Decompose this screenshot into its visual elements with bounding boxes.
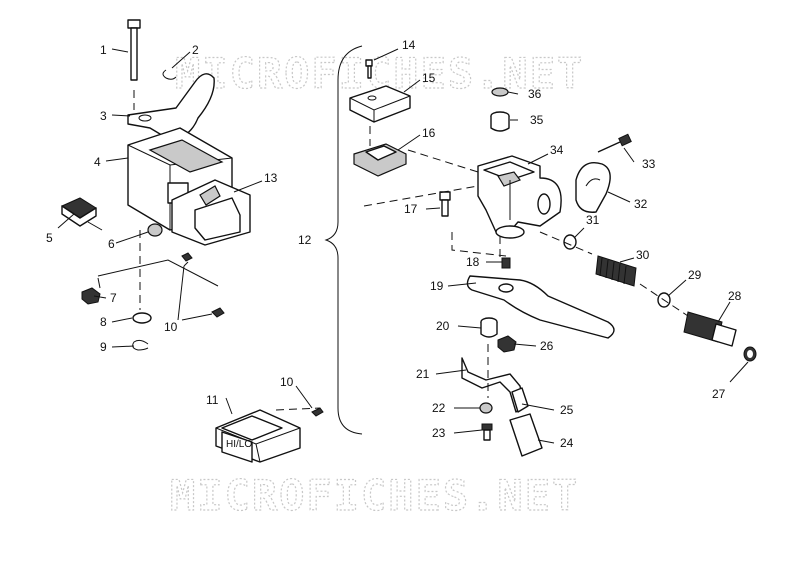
part-14-screw xyxy=(365,59,373,79)
callout-2: 2 xyxy=(192,43,199,57)
part-36-ring xyxy=(491,87,509,97)
callout-10-switch: 10 xyxy=(280,375,294,389)
callout-23: 23 xyxy=(432,426,446,440)
callout-32: 32 xyxy=(634,197,648,211)
callout-27: 27 xyxy=(712,387,726,401)
part-23-screw xyxy=(481,423,493,441)
callout-26: 26 xyxy=(540,339,554,353)
callout-5: 5 xyxy=(46,231,53,245)
callout-33: 33 xyxy=(642,157,656,171)
part-24-tag xyxy=(509,413,543,457)
part-28-piston xyxy=(683,311,737,347)
callout-7: 7 xyxy=(110,291,117,305)
part-32-clamp xyxy=(575,162,611,213)
callout-8: 8 xyxy=(100,315,107,329)
callout-12: 12 xyxy=(298,233,312,247)
group-bracket xyxy=(324,45,363,435)
callout-3: 3 xyxy=(100,109,107,123)
part-22-washer xyxy=(479,402,493,414)
callout-14: 14 xyxy=(402,38,416,52)
callout-15: 15 xyxy=(422,71,436,85)
callout-22: 22 xyxy=(432,401,446,415)
callout-13: 13 xyxy=(264,171,278,185)
part-15-cap xyxy=(349,85,411,123)
callout-28: 28 xyxy=(728,289,742,303)
part-26-nut xyxy=(497,335,517,353)
callout-4: 4 xyxy=(94,155,101,169)
part-17-bolt xyxy=(439,191,451,217)
callout-35: 35 xyxy=(530,113,544,127)
hilo-label: HI/LO xyxy=(226,439,252,450)
leader-lines xyxy=(57,48,749,444)
part-31-washer xyxy=(563,234,577,250)
callout-21: 21 xyxy=(416,367,430,381)
callout-16: 16 xyxy=(422,126,436,140)
part-13-cover xyxy=(171,179,251,246)
part-3-bracket xyxy=(127,73,215,141)
callout-34: 34 xyxy=(550,143,564,157)
callout-1: 1 xyxy=(100,43,107,57)
part-30-spring xyxy=(595,255,637,287)
part-25-switch xyxy=(511,387,529,413)
part-10-screws xyxy=(181,252,225,318)
part-35-bushing xyxy=(490,111,510,132)
part-10-switch-screw xyxy=(311,407,324,417)
callout-19: 19 xyxy=(430,279,444,293)
part-21-bracket xyxy=(461,357,525,413)
part-18-pin xyxy=(501,257,511,269)
part-5-plug xyxy=(60,197,103,231)
callout-30: 30 xyxy=(636,248,650,262)
callout-18: 18 xyxy=(466,255,480,269)
callout-20: 20 xyxy=(436,319,450,333)
watermark-bottom: MICROFICHES.NET xyxy=(170,471,579,520)
callout-36: 36 xyxy=(528,87,542,101)
part-1-bolt xyxy=(127,19,141,81)
part-11-hilo-switch: HI/LO xyxy=(215,409,301,463)
part-20-bushing xyxy=(480,317,498,338)
part-33-bolt xyxy=(597,133,632,153)
callout-25: 25 xyxy=(560,403,574,417)
callout-9: 9 xyxy=(100,340,107,354)
part-16-diaphragm xyxy=(353,143,407,177)
callout-10-left: 10 xyxy=(164,320,178,334)
callout-17: 17 xyxy=(404,202,418,216)
callout-24: 24 xyxy=(560,436,574,450)
part-6-nut xyxy=(147,223,163,237)
part-7-nut xyxy=(81,287,101,305)
part-9-clip xyxy=(132,339,149,351)
part-8-washer xyxy=(132,312,152,324)
callout-31: 31 xyxy=(586,213,600,227)
callout-6: 6 xyxy=(108,237,115,251)
callout-29: 29 xyxy=(688,268,702,282)
part-34-master-cylinder xyxy=(477,155,562,239)
callout-11: 11 xyxy=(206,393,219,407)
part-2-clip xyxy=(162,69,177,80)
